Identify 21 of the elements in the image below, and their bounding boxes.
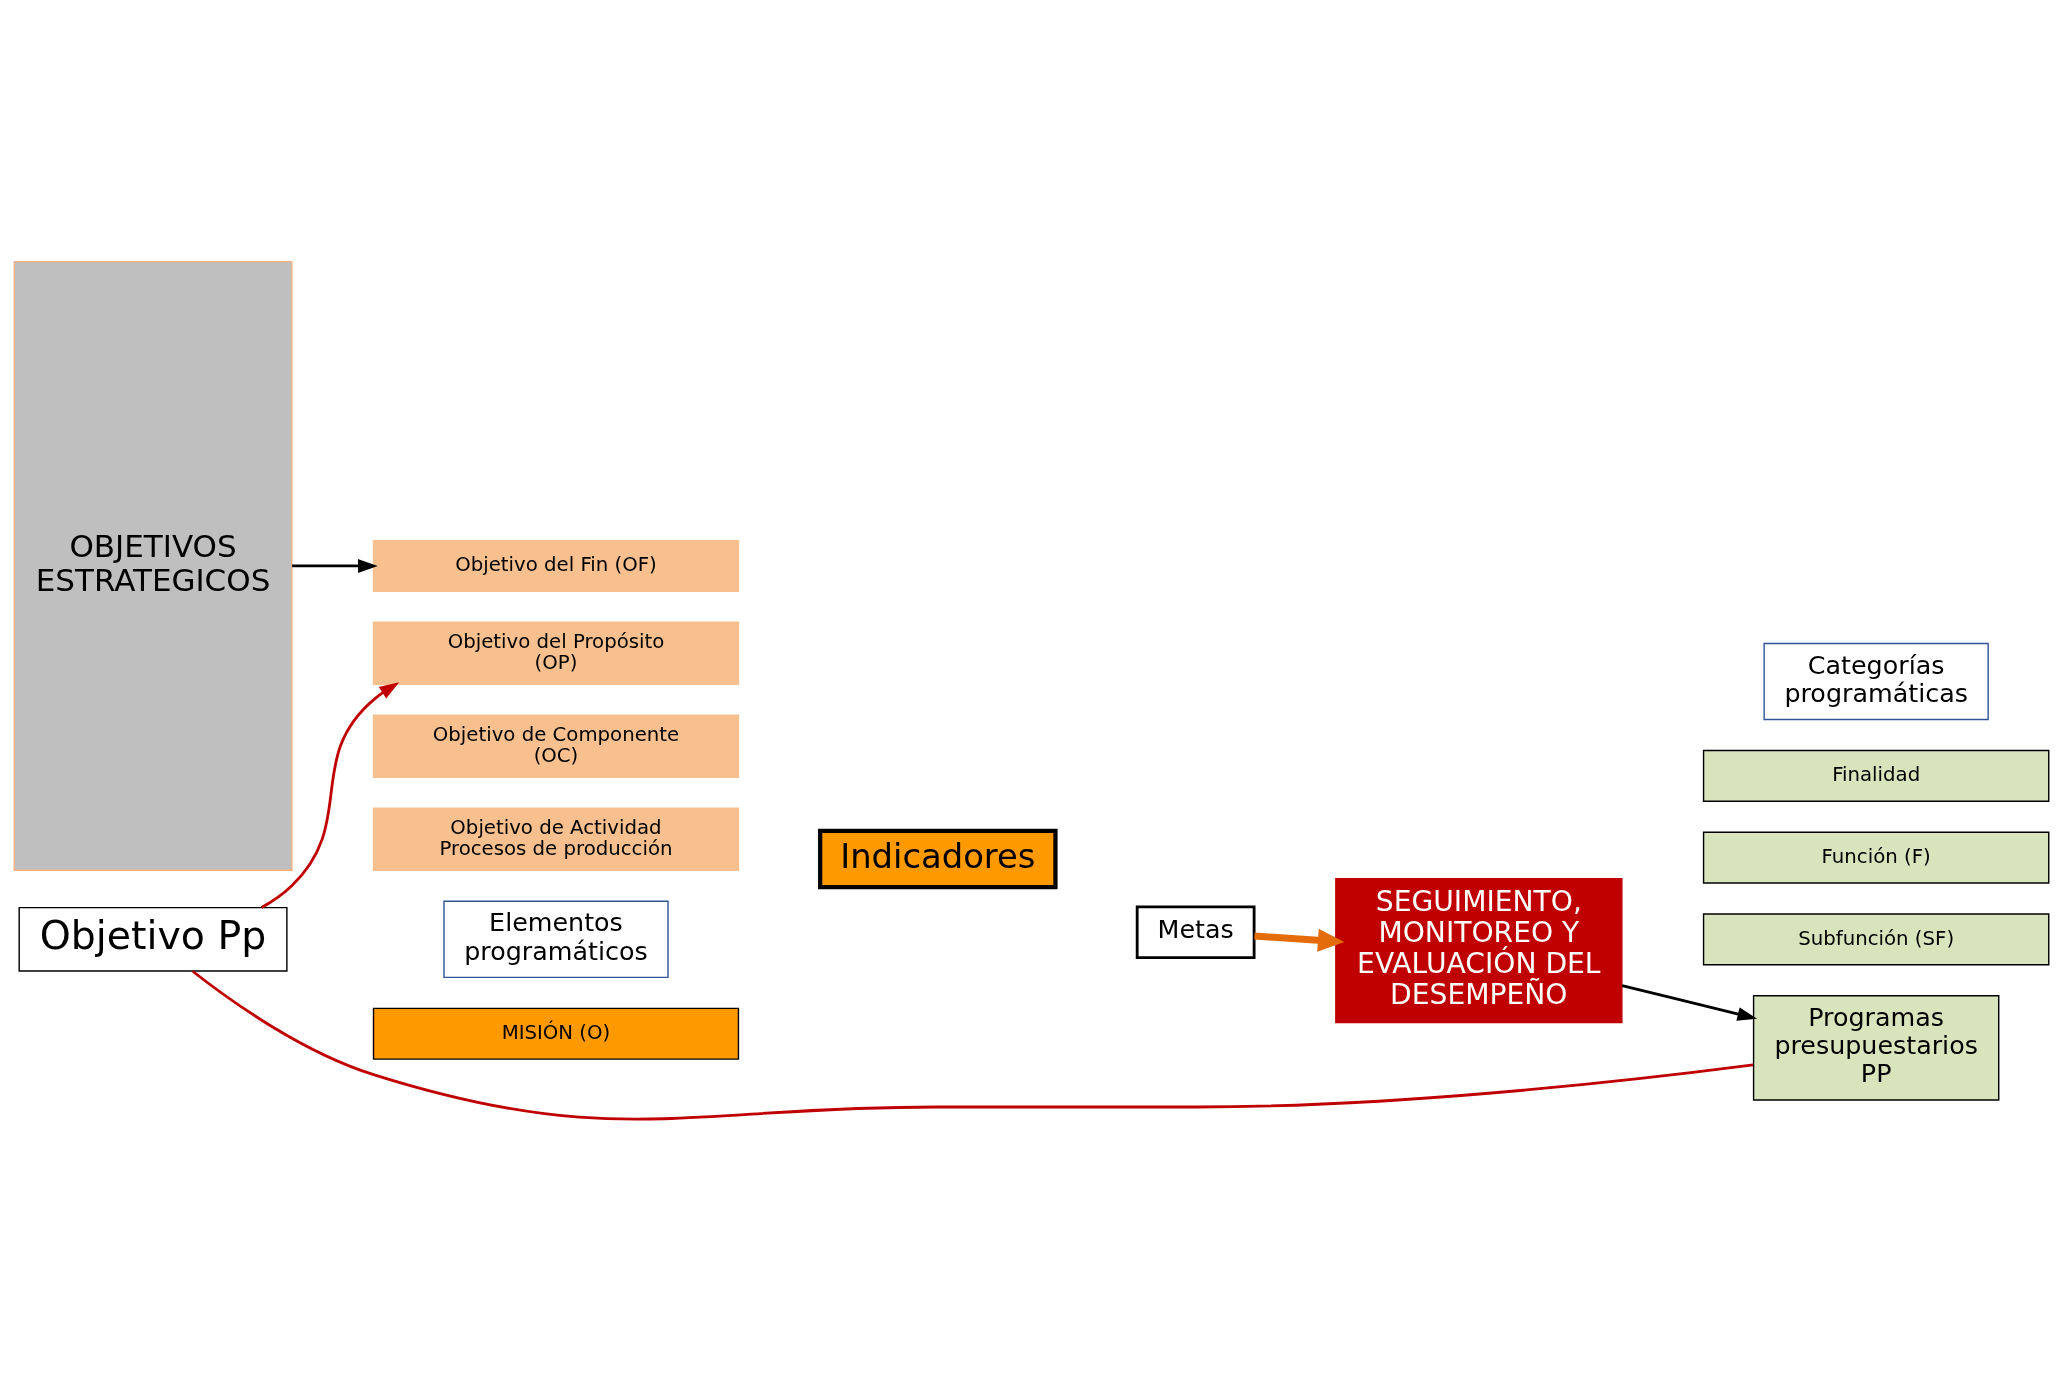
node-box: Subfunción (SF) [1702, 912, 2050, 965]
node-box: Objetivo Pp [18, 906, 288, 972]
node-box: Finalidad [1702, 749, 2050, 802]
node-box: MISIÓN (O) [372, 1007, 740, 1060]
arrow [1621, 983, 1758, 1021]
node-box: Indicadores [818, 828, 1058, 889]
node-box: Objetivo de Actividad Procesos de producción [372, 807, 740, 871]
node-box: Elementos programáticos [443, 900, 669, 978]
node-box: Objetivo del Fin (OF) [372, 539, 740, 592]
node-box: Programas presupuestarios PP [1752, 994, 2000, 1101]
node-box: Objetivo del Propósito (OP) [372, 621, 740, 685]
node-box: Metas [1135, 905, 1256, 959]
arrow [1254, 928, 1345, 952]
connector [191, 969, 1754, 1120]
node-box: Categorías programáticas [1763, 642, 1989, 720]
node-box: Función (F) [1702, 831, 2050, 884]
node-box: SEGUIMIENTO, MONITOREO Y EVALUACIÓN DEL DESEMPEÑO [1335, 877, 1623, 1023]
arrow [292, 558, 378, 573]
arrow [260, 681, 400, 909]
node-box: OBJETIVOS ESTRATEGICOS [13, 260, 293, 871]
node-box: Objetivo de Componente (OC) [372, 714, 740, 778]
